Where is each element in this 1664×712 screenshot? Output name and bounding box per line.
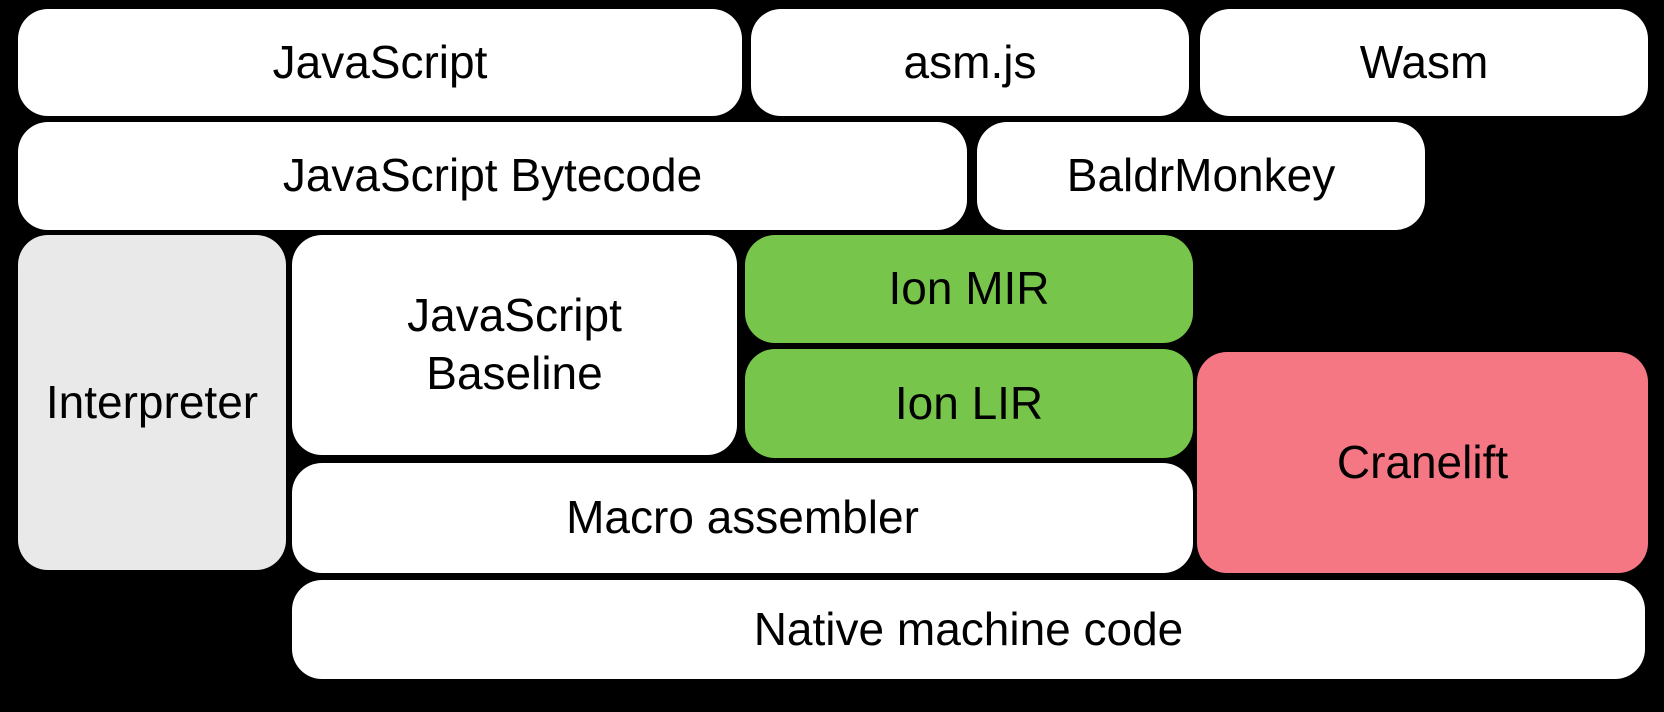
node-native-machine-code: Native machine code: [292, 580, 1645, 679]
node-ion-lir: Ion LIR: [745, 349, 1193, 458]
node-wasm: Wasm: [1200, 9, 1648, 116]
node-javascript-baseline: JavaScript Baseline: [292, 235, 737, 455]
node-asm-js: asm.js: [751, 9, 1189, 116]
node-ion-mir: Ion MIR: [745, 235, 1193, 343]
node-cranelift: Cranelift: [1197, 352, 1648, 573]
node-javascript-bytecode: JavaScript Bytecode: [18, 122, 967, 230]
node-javascript: JavaScript: [18, 9, 742, 116]
node-baldrmonkey: BaldrMonkey: [977, 122, 1425, 230]
node-macro-assembler: Macro assembler: [292, 463, 1193, 573]
node-interpreter: Interpreter: [18, 235, 286, 570]
